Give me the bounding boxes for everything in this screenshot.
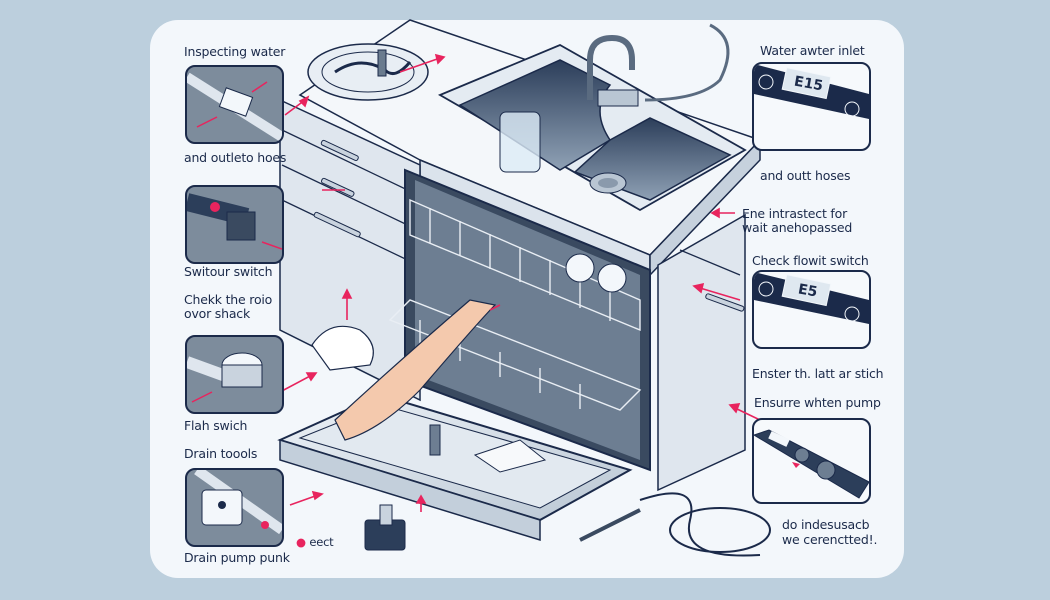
callout-arrows [279, 53, 761, 512]
label-switch: Switour switch [184, 264, 273, 279]
right-cabinet [657, 213, 746, 492]
label-drain-tools: Drain toools [184, 446, 258, 461]
kitchen-sink [437, 23, 747, 212]
label-ene-intrastect: Ene intrastect for [742, 206, 848, 221]
remote-tester-inset [752, 418, 871, 504]
float-switch-inset [185, 335, 284, 414]
left-cabinet [279, 98, 421, 402]
connect-dot-icon: ● [296, 535, 306, 549]
label-check-flow-switch: Check flowit switch [752, 253, 869, 268]
label-float-switch: Flah swich [184, 418, 248, 433]
display-panel-inset-top: E15 [752, 62, 871, 151]
label-inspecting-water: Inspecting water [184, 44, 286, 59]
label-wait-anehopassed: wait anehopassed [742, 220, 853, 235]
drain-pump-inset [185, 468, 284, 547]
display-panel-inset-middle: E5 [752, 270, 871, 349]
switch-inset [185, 185, 284, 264]
label-connect-text: eect [309, 535, 334, 549]
label-do-indesusacb: do indesusacb [782, 517, 870, 532]
label-connect: ● eect [296, 535, 334, 550]
label-ensure-pump: Ensurre whten pump [754, 395, 881, 410]
dishwasher [277, 168, 651, 542]
label-enster-latt-stich: Enster th. latt ar stich [752, 366, 884, 381]
spray-arm-plate [307, 43, 429, 101]
error-code-middle: E5 [796, 281, 819, 301]
hose-connector-inset [185, 65, 284, 144]
label-over-shack: ovor shack [184, 306, 251, 321]
label-check-rotor: Chekk the roio [184, 292, 273, 307]
floor-tools [364, 492, 771, 557]
label-outlet-hoses: and outleto hoes [184, 150, 287, 165]
label-water-inlet: Water awter inlet [760, 43, 865, 58]
label-drain-pump: Drain pump punk [184, 550, 290, 565]
label-outt-hoses: and outt hoses [760, 168, 851, 183]
label-we-connected: we cerenctted!. [782, 532, 878, 547]
